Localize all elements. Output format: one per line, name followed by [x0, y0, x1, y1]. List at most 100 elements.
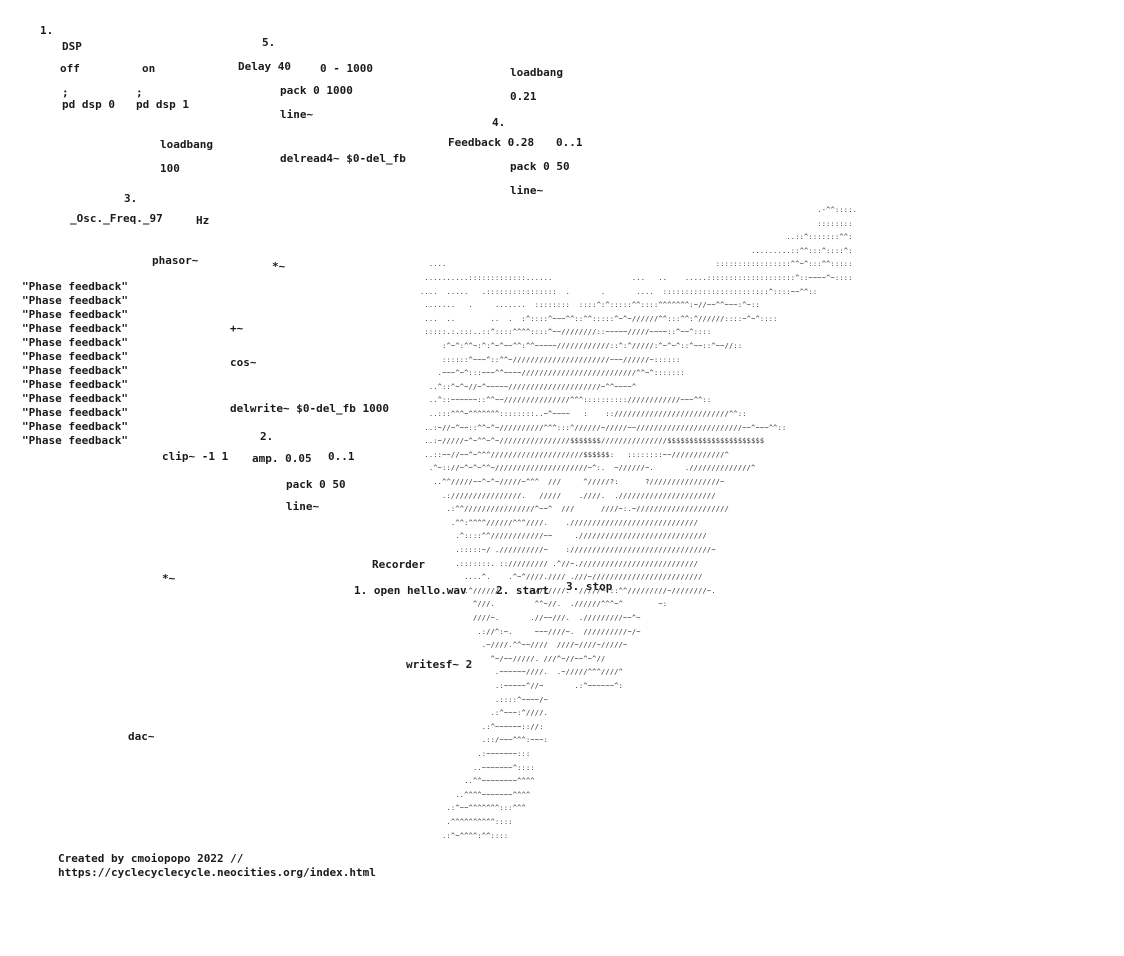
- pd-dsp-1-message[interactable]: pd dsp 1: [136, 98, 189, 111]
- delay-numberbox[interactable]: Delay 40: [238, 60, 291, 73]
- ascii-art-row: .... ..... .:::::::::::::::: . . .... ::…: [420, 287, 818, 296]
- ascii-art-row: ..:::^^^~^^^^^^^::::::::..~^~~~~ : ::///…: [420, 410, 747, 418]
- ascii-art-row: .^::::^^////////////~~ .////////////////…: [420, 532, 707, 541]
- ascii-art-row: .:^~~~~~~:://:: [420, 722, 544, 731]
- pack-object-5[interactable]: pack 0 1000: [280, 84, 353, 97]
- ascii-art-row: .... :::::::::::::::::^^~^:::^^:::::: [420, 260, 853, 269]
- ascii-art-row: ^~/~~/////. ///^~//~~^~^//: [420, 654, 606, 663]
- ascii-art-row: ..~~~~~~~^::::: [420, 763, 535, 772]
- section-number-3: 3.: [124, 192, 138, 205]
- ascii-art-row: .::/~~~^^^:~~~:: [420, 736, 549, 745]
- phase-feedback-comment: "Phase feedback": [22, 364, 128, 377]
- ascii-art-row: ////~. .//~~///. ./////////~~^~: [420, 614, 641, 622]
- ascii-art-row: .^~:://~^~^~^^~/////////////////////~^:.…: [420, 464, 756, 473]
- loadbang-object-1[interactable]: loadbang: [160, 138, 213, 151]
- phase-feedback-comment: "Phase feedback": [22, 280, 128, 293]
- ascii-art-row: .::::^~~~~/~: [420, 695, 549, 704]
- ascii-art-row: .~~~~~~////. .~/////^^^////^: [420, 668, 624, 677]
- delwrite-object[interactable]: delwrite~ $0-del_fb 1000: [230, 402, 389, 415]
- ascii-art-row: .:^~~^^^^^^^:::^^^: [420, 804, 526, 813]
- plus-object[interactable]: +~: [230, 322, 244, 335]
- phase-feedback-comment: "Phase feedback": [22, 420, 128, 433]
- phase-feedback-comment: "Phase feedback": [22, 294, 128, 307]
- stop-recording-message[interactable]: 3. stop: [566, 580, 613, 593]
- ascii-art-row: :^~^:^^~:^:^~^~~^^:^^~~~~~////////////::…: [420, 342, 743, 350]
- phase-feedback-comment: "Phase feedback": [22, 350, 128, 363]
- recorder-title: Recorder: [372, 558, 425, 571]
- ascii-art-row: ....... . ....... :::::::: ::::^:^:::::^…: [420, 301, 760, 310]
- ascii-art-row: ^///. ^^~//. .//////^^^~^ ~:: [420, 600, 668, 609]
- ascii-art-row: .^^^^^^^^^^::::: [420, 818, 513, 826]
- ascii-art-row: ..^::~~~~~~::^^~~///////////////^^^:::::…: [420, 396, 712, 405]
- delread-object[interactable]: delread4~ $0-del_fb: [280, 152, 406, 165]
- dsp-on-message[interactable]: on: [142, 62, 156, 75]
- feedback-numberbox[interactable]: Feedback 0.28: [448, 136, 535, 149]
- ascii-art-row: .://^:~. ~~~////~. //////////~/~: [420, 627, 641, 636]
- ascii-art-row: .:^^////////////////^~~^ /// ////~:.~///…: [420, 505, 730, 514]
- pack-object-2[interactable]: pack 0 50: [286, 478, 346, 491]
- semicolon-1: ;: [62, 86, 69, 99]
- ascii-art-row: ..:~//~^~~::^^~^~//////////^^^:::^//////…: [420, 423, 787, 432]
- ascii-art-row: .:^~^^^^:^^::::: [420, 831, 509, 840]
- ascii-art-row: ..:~/////~^~^^~^~////////////////$$$$$$$…: [420, 437, 765, 446]
- phase-feedback-comment: "Phase feedback": [22, 378, 128, 391]
- ascii-art-row: .........::^^:::^::::^:: [420, 246, 853, 255]
- phase-feedback-comment: "Phase feedback": [22, 406, 128, 419]
- open-file-message[interactable]: 1. open hello.wav: [354, 584, 467, 597]
- ascii-art-row: .:::::::. ::///////// .^//~.////////////…: [420, 559, 699, 568]
- pd-dsp-0-message[interactable]: pd dsp 0: [62, 98, 115, 111]
- dsp-off-message[interactable]: off: [60, 62, 80, 75]
- section-number-4: 4.: [492, 116, 506, 129]
- ascii-art-row: :::::.:.:::..::^::::^^^^::::^~~////////:…: [420, 328, 712, 337]
- line-object-4[interactable]: line~: [510, 184, 544, 197]
- ascii-art-row: .-^^::::.: [420, 206, 858, 214]
- ascii-art-row: .:~~~~~~~:::: [420, 750, 531, 758]
- ascii-art-row: ... .. .. . :^::::^~~~^^::^^:::::^~^~///…: [420, 314, 778, 323]
- phase-feedback-comment: "Phase feedback": [22, 322, 128, 335]
- hz-label: Hz: [196, 214, 210, 227]
- phasor-object[interactable]: phasor~: [152, 254, 199, 267]
- ascii-art-row: ..::~~//~~^~^^^/////////////////////$$$$…: [420, 450, 730, 459]
- value-100-message[interactable]: 100: [160, 162, 180, 175]
- start-recording-message[interactable]: 2. start: [496, 584, 549, 597]
- amp-range-label: 0..1: [328, 450, 355, 463]
- ascii-art-row: .:////////////////. ///// .////. .//////…: [420, 491, 716, 500]
- feedback-range-label: 0..1: [556, 136, 583, 149]
- dsp-label: DSP: [62, 40, 82, 53]
- ascii-art-row: .~////.^^~~//// ////~////~/////~: [420, 641, 628, 650]
- cos-object[interactable]: cos~: [230, 356, 257, 369]
- pack-object-4[interactable]: pack 0 50: [510, 160, 570, 173]
- line-object-2[interactable]: line~: [286, 500, 320, 513]
- phase-feedback-comment: "Phase feedback": [22, 392, 128, 405]
- ascii-art-row: ....^. .^~^////.//// .///~//////////////…: [420, 573, 703, 582]
- line-object-5[interactable]: line~: [280, 108, 314, 121]
- ascii-art-row: ::::::^~~~^::^^~//////////////////////~~…: [420, 355, 681, 364]
- clip-object[interactable]: clip~ -1 1: [162, 450, 229, 463]
- ascii-art-row: ..^^~~~~~~~~^^^^: [420, 777, 535, 786]
- feedback-init-message[interactable]: 0.21: [510, 90, 537, 103]
- amp-numberbox[interactable]: amp. 0.05: [252, 452, 312, 465]
- ascii-art-row: ..^^/////~~^~^~/////~^^^ /// ^/////?: ?/…: [420, 478, 725, 486]
- writesf-object[interactable]: writesf~ 2: [406, 658, 473, 671]
- semicolon-2: ;: [136, 86, 143, 99]
- multiply-object-1[interactable]: *~: [272, 260, 286, 273]
- dac-object[interactable]: dac~: [128, 730, 155, 743]
- ascii-art-row: .:^~~~:^////.: [420, 709, 549, 718]
- ascii-art-row: .~~~^~^:::~~~^^~~~~/////////////////////…: [420, 369, 685, 378]
- ascii-art-row: ..::^:::::::^^:: [420, 233, 853, 242]
- credits-line-2: https://cyclecyclecycle.neocities.org/in…: [58, 866, 376, 879]
- ascii-art-row: ..........:::::::::::::...... ... .. ...…: [420, 274, 853, 282]
- osc-freq-numberbox[interactable]: _Osc._Freq._97: [70, 212, 163, 225]
- ascii-art-row: ..^^^^~~~~~~~^^^^: [420, 790, 531, 799]
- phase-feedback-comment: "Phase feedback": [22, 336, 128, 349]
- credits-line-1: Created by cmoiopopo 2022 //: [58, 852, 244, 865]
- ascii-art-row: .:::::~/ .//////////~ ://///////////////…: [420, 546, 716, 554]
- phase-feedback-comment: "Phase feedback": [22, 308, 128, 321]
- phase-feedback-comment: "Phase feedback": [22, 434, 128, 447]
- ascii-art-row: ::::::::: [420, 219, 853, 228]
- multiply-object-2[interactable]: *~: [162, 572, 176, 585]
- loadbang-object-2[interactable]: loadbang: [510, 66, 563, 79]
- ascii-art-row: .:~~~~~^//~ .:^~~~~~~^:: [420, 682, 624, 690]
- ascii-art-row: .^^:^^^^//////^^^////. .////////////////…: [420, 518, 699, 527]
